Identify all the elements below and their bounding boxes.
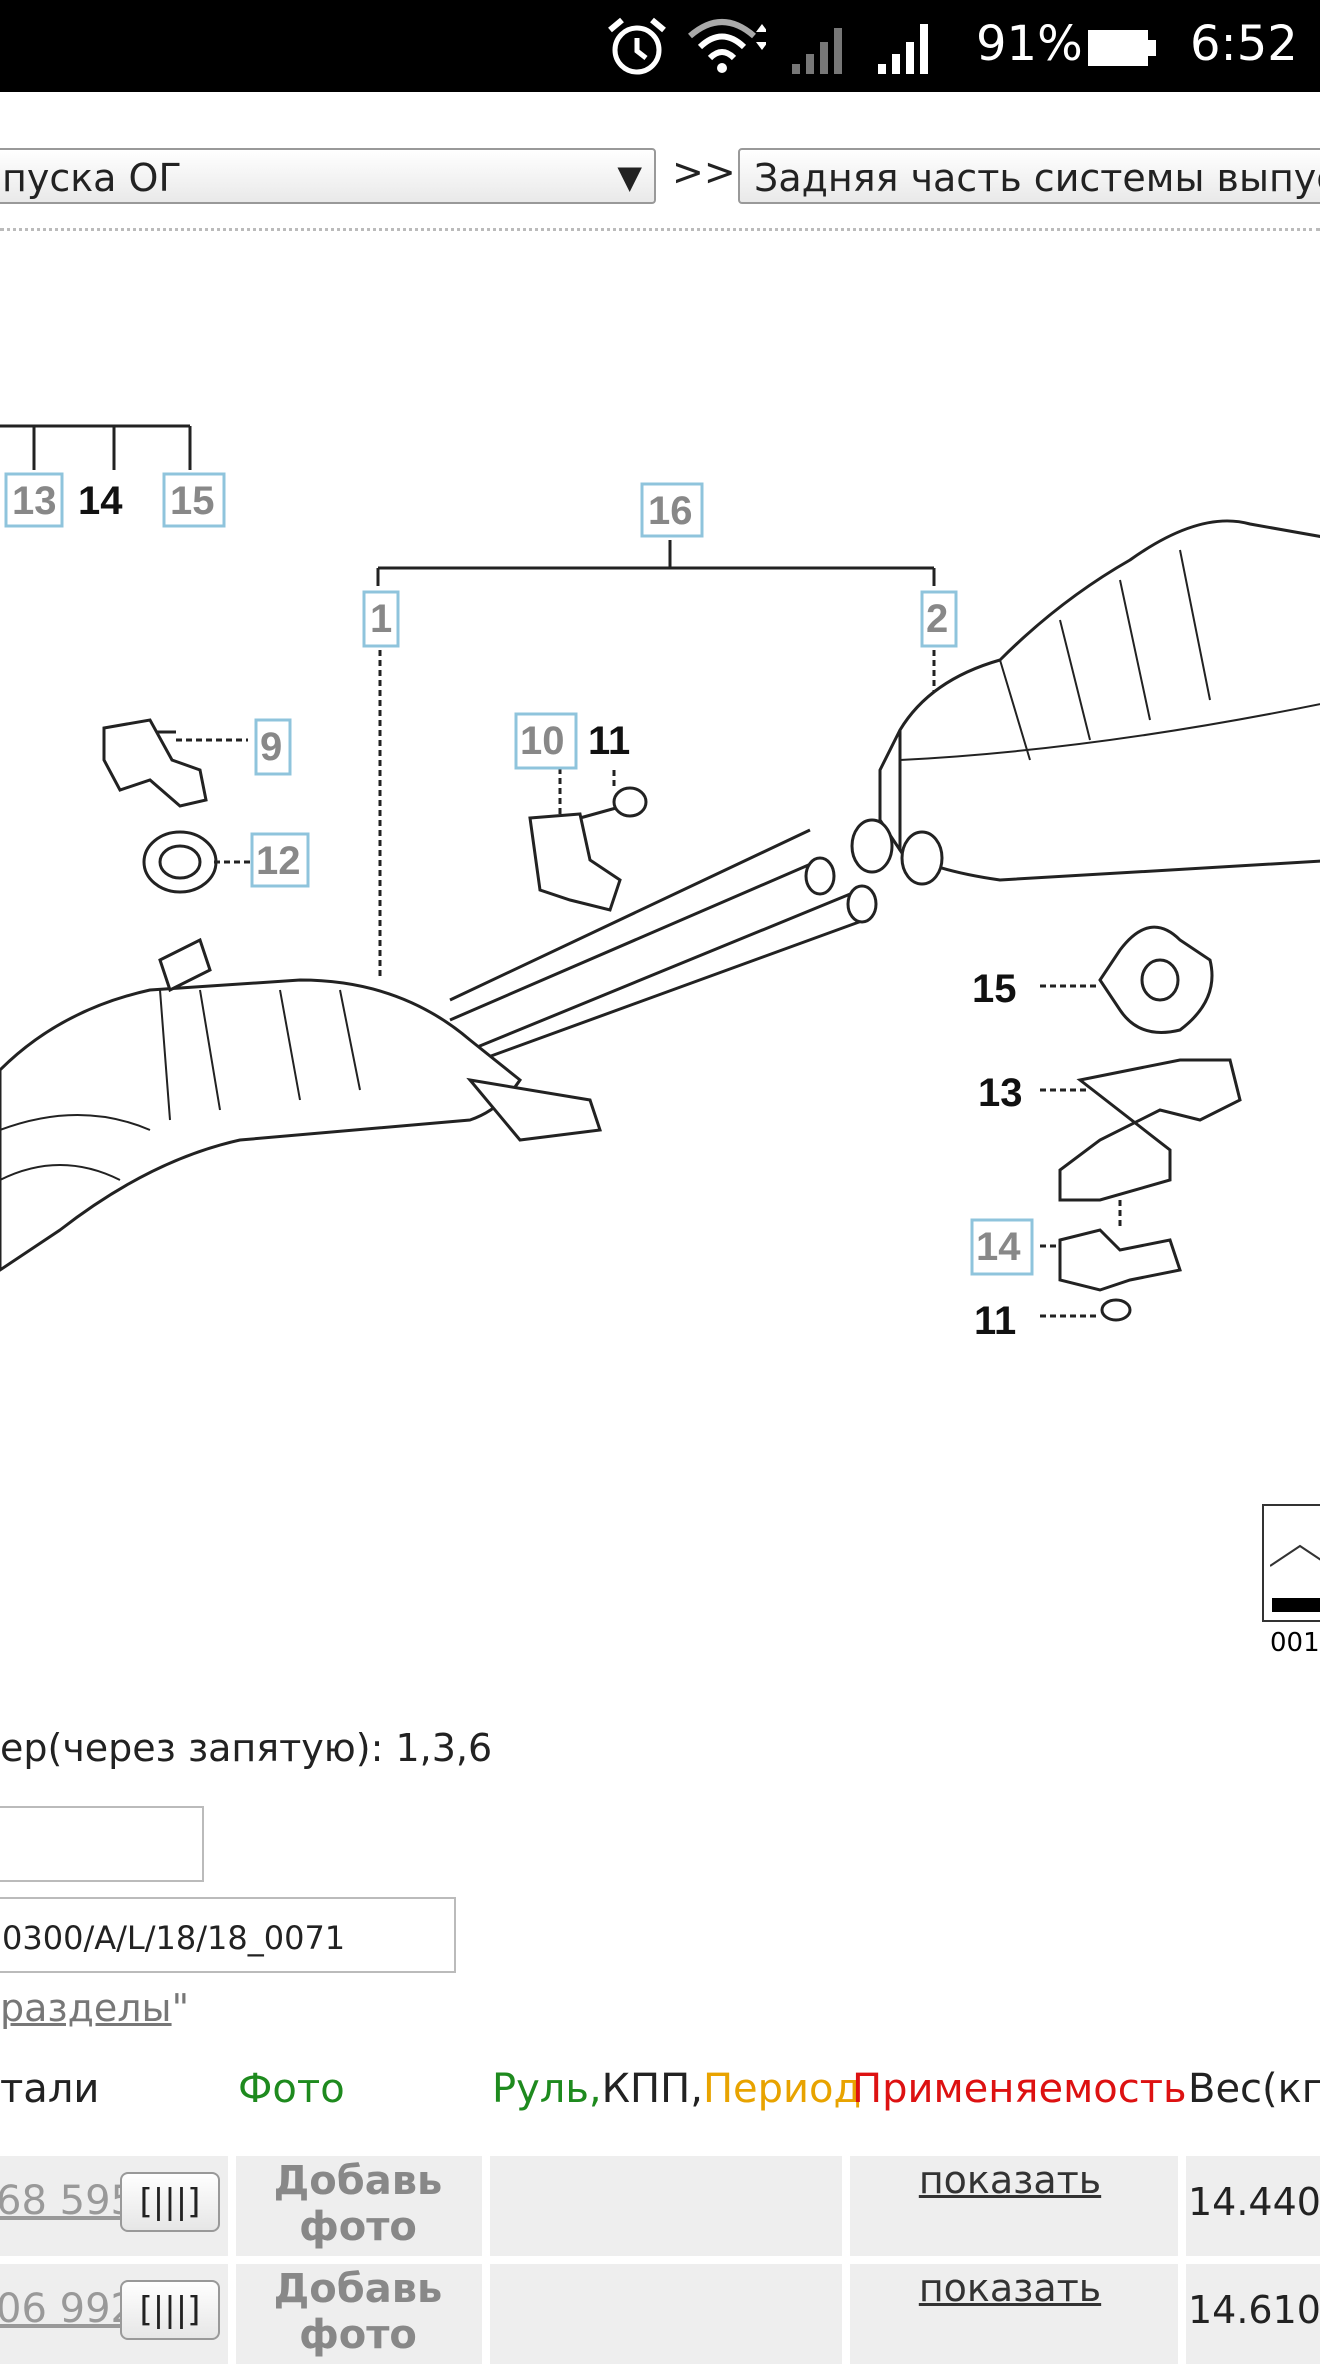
- callout-11-bottom: 11: [974, 1299, 1016, 1343]
- weight-value: 14.440: [1188, 2180, 1320, 2224]
- col-steering: Руль,: [492, 2066, 602, 2112]
- sections-link-row: разделы": [0, 1986, 189, 2030]
- status-bar: 91% 6:52: [0, 0, 1320, 92]
- callout-15-right: 15: [972, 967, 1017, 1011]
- callout-14: 14: [78, 479, 123, 523]
- show-applicability-link[interactable]: показать: [918, 2266, 1102, 2310]
- part-number-link[interactable]: 06 992: [0, 2286, 136, 2332]
- col-applicability: Применяемость: [852, 2066, 1187, 2112]
- positions-hint: ер(через запятую): 1,3,6: [0, 1726, 493, 1770]
- breadcrumb-separator: >>: [672, 150, 736, 194]
- col-photo: Фото: [238, 2066, 345, 2112]
- callout-11-top: 11: [588, 719, 630, 763]
- chevron-down-icon: ▼: [617, 158, 642, 196]
- callout-1: 1: [370, 597, 392, 641]
- signal-icon: [792, 28, 842, 74]
- sections-link[interactable]: разделы: [0, 1986, 172, 2030]
- diagram-thumbnail[interactable]: [1262, 1504, 1320, 1622]
- thumbnail-caption: 001: [1270, 1628, 1320, 1658]
- part-number-link[interactable]: 68 595: [0, 2178, 136, 2224]
- positions-input[interactable]: [0, 1806, 204, 1882]
- barcode-button[interactable]: [|||]: [120, 2172, 220, 2232]
- add-photo-button[interactable]: Добавь фото: [273, 2158, 443, 2250]
- section-select[interactable]: пуска ОГ ▼: [0, 148, 656, 204]
- battery-percent: 91%: [976, 16, 1083, 72]
- table-row: 06 992 [|||] Добавь фото показать 14.610: [0, 2264, 1320, 2368]
- callout-13-right: 13: [978, 1071, 1023, 1115]
- callout-14-right: 14: [976, 1225, 1021, 1269]
- col-period: Период: [702, 2066, 862, 2112]
- callout-15: 15: [170, 479, 215, 523]
- callout-2: 2: [926, 597, 948, 641]
- callout-13: 13: [12, 479, 57, 523]
- signal-full-icon: [878, 24, 928, 74]
- thumbnail-icon: [1270, 1544, 1320, 1567]
- clock: 6:52: [1190, 16, 1298, 72]
- weight-value: 14.610: [1188, 2288, 1320, 2332]
- table-row: 68 595 [|||] Добавь фото показать 14.440: [0, 2156, 1320, 2260]
- col-weight: Вес(кг): [1188, 2066, 1320, 2112]
- callout-12: 12: [256, 839, 301, 883]
- col-gearbox: КПП,: [601, 2066, 703, 2112]
- section-select-value: пуска ОГ: [2, 156, 182, 200]
- wifi-icon: [688, 19, 766, 73]
- show-applicability-link[interactable]: показать: [918, 2158, 1102, 2202]
- callout-9: 9: [260, 725, 282, 769]
- callout-10: 10: [520, 719, 565, 763]
- code-input[interactable]: 0300/A/L/18/18_0071: [0, 1897, 456, 1973]
- col-steering-gearbox-period: Руль,КПП,Период: [492, 2066, 861, 2112]
- subsection-select-value: Задняя часть системы выпуск: [754, 156, 1320, 200]
- thumbnail-bar: [1272, 1598, 1320, 1612]
- add-photo-button[interactable]: Добавь фото: [273, 2266, 443, 2358]
- subsection-select[interactable]: Задняя часть системы выпуск: [738, 148, 1320, 204]
- barcode-button[interactable]: [|||]: [120, 2280, 220, 2340]
- col-part: тали: [0, 2066, 100, 2112]
- battery-icon: [1088, 30, 1156, 66]
- callout-16: 16: [648, 489, 693, 533]
- alarm-icon: [608, 17, 666, 75]
- parts-diagram: 13 14 15 16 1 2 9 12 10 11 15 13 14 11: [0, 424, 1320, 1343]
- divider: [0, 228, 1320, 231]
- sections-link-quote: ": [171, 1986, 190, 2030]
